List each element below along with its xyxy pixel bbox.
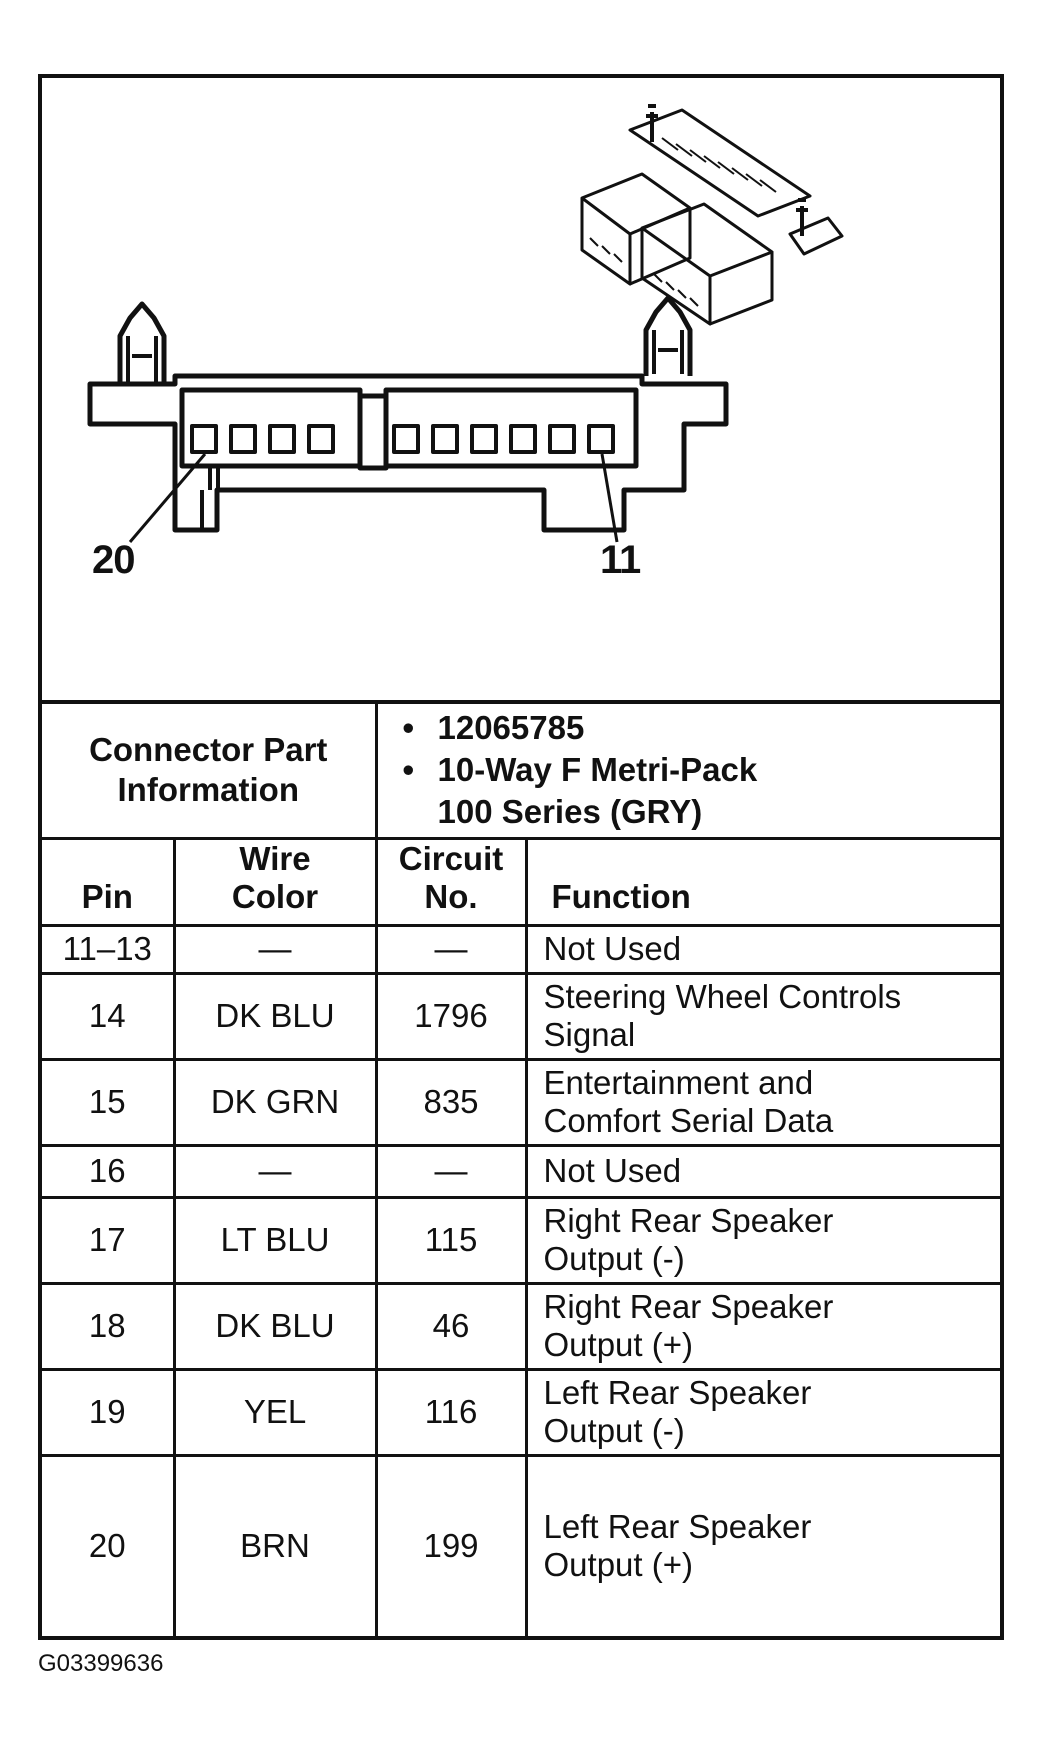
bullet-icon: • bbox=[402, 751, 415, 789]
circuit-cell: 116 bbox=[374, 1367, 528, 1457]
cavity-11 bbox=[587, 424, 615, 454]
table-header-row: Pin Wire Color Circuit No. Function bbox=[42, 836, 1001, 927]
table-row: 20 BRN 199 Left Rear Speaker Output (+) bbox=[42, 1453, 1001, 1636]
diagram-frame: 20 11 Connector Part Information • 12065… bbox=[38, 74, 1004, 1640]
cavity-14 bbox=[470, 424, 498, 454]
leader-line-11 bbox=[600, 453, 619, 543]
part-number-line: • 12065785 bbox=[403, 707, 991, 749]
function-line1: Left Rear Speaker bbox=[543, 1374, 812, 1411]
function-cell: Left Rear Speaker Output (+) bbox=[524, 1453, 1001, 1636]
function-cell: Not Used bbox=[524, 923, 1001, 975]
circuit-cell: — bbox=[374, 1143, 528, 1199]
leader-line-20 bbox=[128, 453, 207, 543]
cavity-17 bbox=[307, 424, 335, 454]
description-line: • 10-Way F Metri-Pack bbox=[403, 749, 991, 791]
cavity-16 bbox=[392, 424, 420, 454]
connector-info-label-line2: Information bbox=[117, 771, 299, 809]
cavity-18 bbox=[268, 424, 296, 454]
header-circuit-line2: No. bbox=[424, 877, 478, 915]
function-line1: Steering Wheel Controls bbox=[543, 978, 902, 1015]
pin-cell: 20 bbox=[42, 1453, 176, 1636]
circuit-cell: 835 bbox=[374, 1057, 528, 1147]
connector-diagram: 20 11 bbox=[42, 78, 1000, 700]
circuit-cell: 1796 bbox=[374, 971, 528, 1061]
pin-cell: 15 bbox=[42, 1057, 176, 1147]
table-row: 11–13 — — Not Used bbox=[42, 923, 1001, 975]
function-line1: Left Rear Speaker bbox=[543, 1508, 812, 1546]
wire-color-cell: YEL bbox=[172, 1367, 378, 1457]
table-row: 18 DK BLU 46 Right Rear Speaker Output (… bbox=[42, 1281, 1001, 1371]
function-line2: Output (-) bbox=[543, 1240, 685, 1277]
wire-color-cell: — bbox=[172, 923, 378, 975]
pin-cell: 18 bbox=[42, 1281, 176, 1371]
cavity-20 bbox=[190, 424, 218, 454]
pin-cell: 14 bbox=[42, 971, 176, 1061]
function-line2: Signal bbox=[543, 1016, 636, 1053]
wire-color-cell: DK BLU bbox=[172, 1281, 378, 1371]
header-wire-color-line2: Color bbox=[231, 877, 319, 915]
connector-drawing bbox=[87, 104, 844, 543]
figure-id: G03399636 bbox=[38, 1650, 164, 1677]
wire-color-cell: DK GRN bbox=[172, 1057, 378, 1147]
bullet-icon: • bbox=[402, 709, 415, 747]
function-cell: Entertainment and Comfort Serial Data bbox=[524, 1057, 1001, 1147]
connector-body bbox=[87, 373, 729, 533]
function-cell: Right Rear Speaker Output (+) bbox=[524, 1281, 1001, 1371]
center-latch bbox=[357, 393, 389, 471]
function-cell: Not Used bbox=[524, 1143, 1001, 1199]
circuit-cell: 199 bbox=[374, 1453, 528, 1636]
table-row: 14 DK BLU 1796 Steering Wheel Controls S… bbox=[42, 971, 1001, 1061]
circuit-cell: 115 bbox=[374, 1195, 528, 1285]
cavity-19 bbox=[229, 424, 257, 454]
pin-cell: 16 bbox=[42, 1143, 176, 1199]
pin-cell: 17 bbox=[42, 1195, 176, 1285]
pin-cell: 19 bbox=[42, 1367, 176, 1457]
cavity-15 bbox=[431, 424, 459, 454]
circuit-cell: 46 bbox=[374, 1281, 528, 1371]
cavity-12 bbox=[548, 424, 576, 454]
wire-color-cell: DK BLU bbox=[172, 971, 378, 1061]
function-line1: Not Used bbox=[543, 1152, 682, 1189]
function-cell: Right Rear Speaker Output (-) bbox=[524, 1195, 1001, 1285]
function-line1: Entertainment and bbox=[543, 1064, 814, 1101]
function-line2: Output (+) bbox=[543, 1546, 693, 1584]
header-circuit-line1: Circuit bbox=[398, 839, 504, 877]
function-cell: Steering Wheel Controls Signal bbox=[524, 971, 1001, 1061]
function-line1: Right Rear Speaker bbox=[543, 1202, 834, 1239]
tower-left bbox=[117, 301, 167, 384]
function-line2: Comfort Serial Data bbox=[543, 1102, 834, 1139]
function-line1: Right Rear Speaker bbox=[543, 1288, 834, 1325]
cavity-13 bbox=[509, 424, 537, 454]
header-wire-color-line1: Wire bbox=[239, 839, 311, 877]
connector-3d-view bbox=[580, 104, 844, 326]
function-line2: Output (-) bbox=[543, 1412, 685, 1449]
header-wire-color: Wire Color bbox=[172, 836, 378, 927]
header-circuit: Circuit No. bbox=[374, 836, 528, 927]
header-pin: Pin bbox=[42, 836, 176, 927]
wire-color-cell: — bbox=[172, 1143, 378, 1199]
function-line1: Not Used bbox=[543, 930, 682, 967]
part-number: 12065785 bbox=[437, 709, 585, 747]
table-row: 15 DK GRN 835 Entertainment and Comfort … bbox=[42, 1057, 1001, 1147]
connector-pinout-table: Connector Part Information • 12065785 • … bbox=[42, 700, 1001, 1636]
connector-description-line2: 100 Series (GRY) bbox=[437, 793, 703, 831]
pin-cell: 11–13 bbox=[42, 923, 176, 975]
wire-color-cell: BRN bbox=[172, 1453, 378, 1636]
table-row: 16 — — Not Used bbox=[42, 1143, 1001, 1199]
function-line2: Output (+) bbox=[543, 1326, 693, 1363]
wire-color-cell: LT BLU bbox=[172, 1195, 378, 1285]
connector-info-label: Connector Part Information bbox=[42, 700, 378, 840]
connector-info-row: Connector Part Information • 12065785 • … bbox=[42, 700, 1001, 840]
table-row: 17 LT BLU 115 Right Rear Speaker Output … bbox=[42, 1195, 1001, 1285]
tower-right bbox=[643, 295, 693, 376]
connector-info-label-line1: Connector Part bbox=[89, 731, 328, 769]
connector-info-value: • 12065785 • 10-Way F Metri-Pack 100 Ser… bbox=[374, 700, 1001, 840]
connector-description-line1: 10-Way F Metri-Pack bbox=[437, 751, 758, 789]
callout-label-20: 20 bbox=[92, 538, 135, 582]
function-cell: Left Rear Speaker Output (-) bbox=[524, 1367, 1001, 1457]
table-row: 19 YEL 116 Left Rear Speaker Output (-) bbox=[42, 1367, 1001, 1457]
header-function: Function bbox=[524, 836, 1001, 927]
circuit-cell: — bbox=[374, 923, 528, 975]
callout-label-11: 11 bbox=[600, 538, 641, 582]
